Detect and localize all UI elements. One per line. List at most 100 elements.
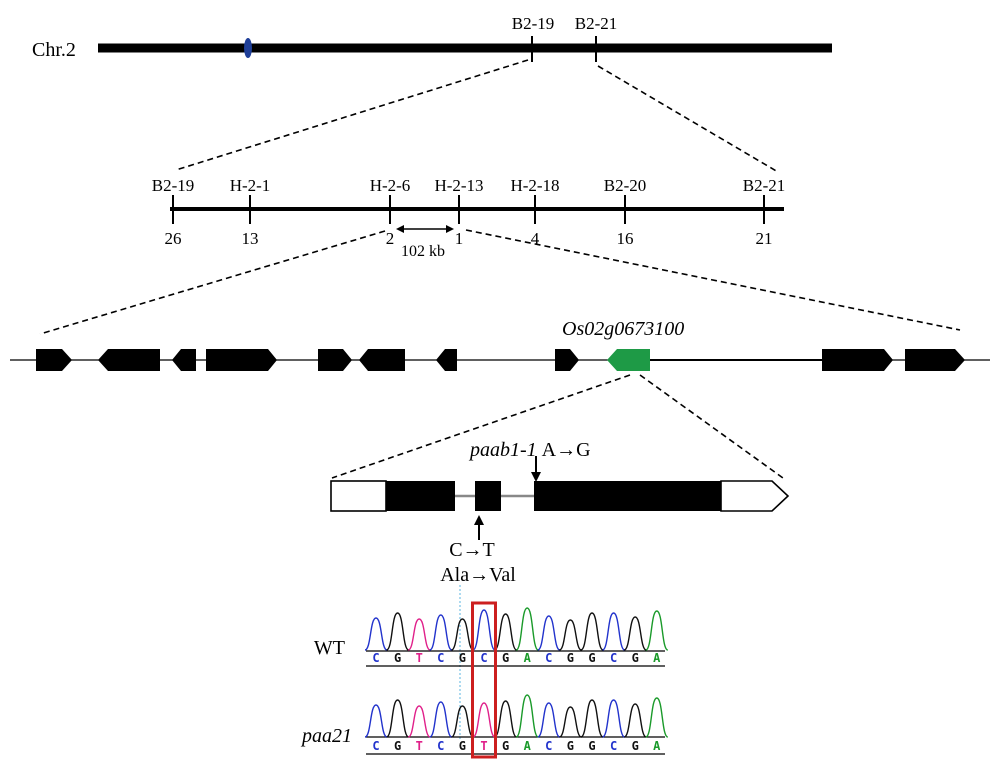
chromatogram-peak	[493, 700, 518, 738]
utr-3prime	[720, 480, 790, 512]
recombinant-count: 2	[386, 229, 395, 248]
base-call: A	[524, 651, 532, 665]
zoom-line-right	[597, 65, 779, 173]
recombinant-count: 13	[242, 229, 259, 248]
fine-map-marker-label: B2-20	[604, 176, 647, 195]
interval-label: 102 kb	[401, 243, 445, 260]
gene-models-panel: Os02g0673100	[10, 318, 990, 479]
base-call: C	[610, 739, 617, 753]
interval-arrow-head-left	[396, 225, 404, 233]
base-call: G	[394, 651, 401, 665]
base-call: C	[610, 651, 617, 665]
chromatogram-peak	[515, 607, 539, 651]
base-call: G	[459, 651, 466, 665]
base-call: C	[372, 651, 379, 665]
gene-model	[359, 349, 405, 371]
exon	[534, 481, 721, 511]
chromosome-marker-label: B2-19	[512, 14, 555, 33]
base-call: G	[394, 739, 401, 753]
base-call: C	[372, 739, 379, 753]
chromatogram-peak	[645, 697, 669, 738]
chromatogram-row-label-mutant: paa21	[300, 725, 352, 747]
recombinant-count: 4	[531, 229, 540, 248]
base-call: C	[480, 651, 487, 665]
base-call: G	[502, 739, 509, 753]
base-call: T	[416, 651, 423, 665]
fine-map-marker-label: H-2-13	[434, 176, 483, 195]
gene-model	[98, 349, 160, 371]
gene-model	[822, 349, 893, 371]
interval-arrow-head-right	[446, 225, 454, 233]
mutation-amino-acid-change: Ala→Val	[440, 564, 516, 586]
base-call: G	[588, 651, 595, 665]
gene-model	[905, 349, 965, 371]
base-call: A	[653, 651, 661, 665]
base-call: G	[502, 651, 509, 665]
chromatogram-peak	[493, 613, 518, 651]
chromatogram-peak	[429, 614, 453, 651]
zoom-line-left	[175, 59, 529, 171]
fine-map-marker-label: H-2-1	[230, 176, 271, 195]
chromatogram-peak	[451, 705, 474, 738]
base-call: T	[416, 739, 423, 753]
snp-highlight-box	[471, 601, 497, 759]
chromosome-label: Chr.2	[32, 39, 76, 61]
base-call: G	[567, 739, 574, 753]
base-call: G	[567, 651, 574, 665]
zoom-line-right	[639, 374, 784, 479]
fine-map-markers: B2-1926H-2-113H-2-62H-2-131H-2-184B2-201…	[152, 176, 786, 248]
zoom-line-left	[39, 230, 386, 335]
gene-model	[436, 349, 457, 371]
chromatogram-peak	[385, 612, 410, 651]
chromatogram-peak	[559, 619, 582, 651]
chromatogram-peak	[580, 699, 604, 738]
chromosome-marker-label: B2-21	[575, 14, 618, 33]
fine-map-marker-label: B2-19	[152, 176, 195, 195]
zoom-line-right	[465, 229, 961, 331]
chromosome-panel: Chr.2 B2-19 B2-21	[32, 14, 832, 173]
chromatogram-peak	[385, 699, 410, 738]
chromatogram-peak	[364, 704, 388, 738]
gene-model	[555, 349, 579, 371]
exon	[475, 481, 501, 511]
chromatogram-peak	[472, 702, 496, 738]
base-call: C	[545, 651, 552, 665]
recombinant-count: 21	[756, 229, 773, 248]
base-call: C	[437, 739, 444, 753]
fine-map-panel: B2-1926H-2-113H-2-62H-2-131H-2-184B2-201…	[39, 176, 961, 335]
recombinant-count: 26	[165, 229, 182, 248]
chromatogram-peak	[623, 703, 647, 738]
base-call: A	[653, 739, 661, 753]
chromatogram-peak	[623, 616, 647, 651]
mutation-change: A→G	[542, 439, 591, 461]
base-call: A	[524, 739, 532, 753]
mutation-allele-name: paab1-1	[468, 439, 537, 461]
base-call: G	[632, 651, 639, 665]
base-call: G	[459, 739, 466, 753]
base-call: C	[437, 651, 444, 665]
zoom-line-left	[331, 374, 631, 479]
candidate-gene-label: Os02g0673100	[562, 318, 684, 340]
recombinant-count: 16	[617, 229, 634, 248]
fine-map-marker-label: H-2-18	[510, 176, 559, 195]
chromatogram-peak	[515, 694, 539, 738]
fine-map-marker-label: B2-21	[743, 176, 786, 195]
centromere	[244, 38, 252, 58]
candidate-gene-model	[607, 349, 650, 371]
chromatogram-peak	[407, 618, 431, 651]
exon	[386, 481, 455, 511]
base-call: T	[480, 739, 487, 753]
recombinant-count: 1	[455, 229, 464, 248]
base-call: G	[632, 739, 639, 753]
mutation-arrow-head-top	[531, 472, 541, 482]
gene-model	[318, 349, 352, 371]
chromatogram-peak	[537, 615, 561, 651]
chromatogram-peak	[429, 701, 453, 738]
gene-model	[206, 349, 277, 371]
chromatogram-peak	[601, 612, 626, 651]
gene-model	[36, 349, 72, 371]
mutation-arrow-head-bottom	[474, 515, 484, 525]
